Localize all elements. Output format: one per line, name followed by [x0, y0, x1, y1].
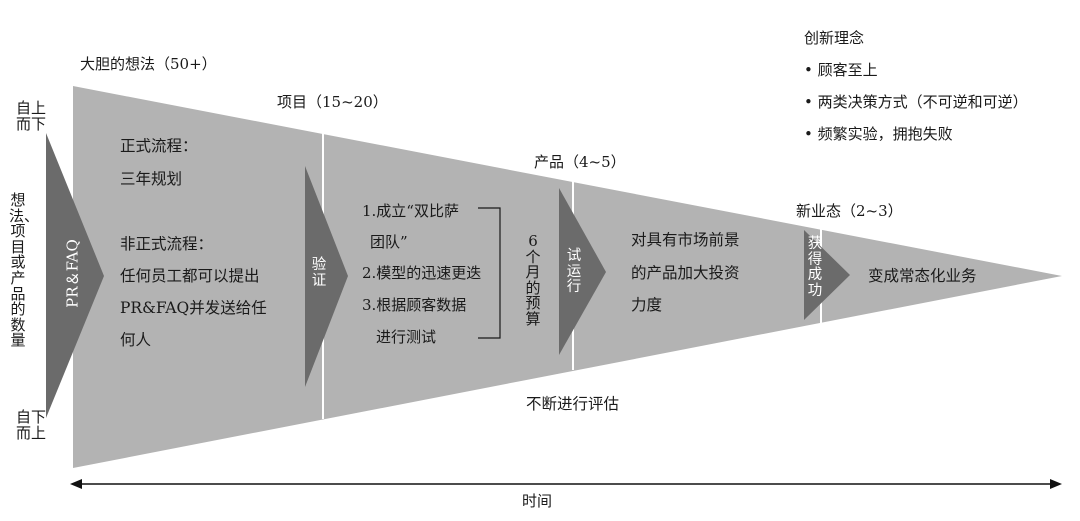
product-line: 对具有市场前景 — [631, 231, 740, 249]
informal-process-title: 非正式流程： — [120, 235, 214, 253]
gate-arrow-verify — [305, 166, 348, 387]
top-label: 自上而下 — [16, 99, 47, 133]
bracket — [478, 207, 501, 339]
gate-label-verify: 验证 — [311, 257, 327, 289]
stage-label-new-business: 新业态（2~3） — [796, 202, 903, 220]
informal-process-line: 何人 — [120, 331, 152, 349]
bottom-label: 自下而上 — [16, 408, 47, 442]
innovation-item: • 两类决策方式（不可逆和可逆） — [804, 93, 1028, 111]
innovation-item: • 顾客至上 — [804, 61, 878, 79]
product-line: 的产品加大投资 — [631, 264, 740, 282]
project-step-line: 团队” — [370, 233, 408, 251]
project-step-line: 2.模型的迅速更迭 — [362, 264, 482, 282]
stage-label-ideas: 大胆的想法（50+） — [80, 55, 217, 73]
innovation-title: 创新理念 — [804, 29, 865, 47]
formal-process-title: 正式流程： — [120, 137, 198, 155]
product-line: 力度 — [631, 296, 663, 314]
y-axis-label: 想法、项目或产品的数量 — [9, 191, 40, 350]
stage-label-products: 产品（4~5） — [534, 153, 626, 171]
formal-process-body: 三年规划 — [120, 170, 183, 188]
budget-label: 6个月的预算 — [525, 232, 541, 328]
evaluation-label: 不断进行评估 — [526, 395, 620, 413]
gate-arrow-trial — [559, 188, 606, 355]
gate-label-prfaq: PR＆FAQ — [63, 239, 82, 308]
gate-label-success: 获得成功 — [807, 236, 823, 299]
stage-label-projects: 项目（15~20） — [277, 93, 388, 111]
informal-process-line: 任何员工都可以提出 — [120, 267, 260, 285]
informal-process-line: PR&FAQ并发送给任 — [120, 299, 267, 317]
innovation-item: • 频繁实验，拥抱失败 — [804, 125, 953, 143]
gate-arrow-success — [804, 230, 850, 320]
time-axis-label: 时间 — [522, 492, 553, 510]
project-step-line: 进行测试 — [376, 328, 437, 346]
project-step-line: 3.根据顾客数据 — [362, 296, 467, 314]
project-step-line: 1.成立“双比萨 — [362, 202, 459, 220]
business-text: 变成常态化业务 — [868, 267, 977, 285]
time-axis-right-arrow — [1050, 479, 1062, 489]
gate-arrow-prfaq — [46, 133, 104, 418]
gate-label-trial: 试运行 — [566, 248, 582, 296]
time-axis-left-arrow — [70, 479, 82, 489]
